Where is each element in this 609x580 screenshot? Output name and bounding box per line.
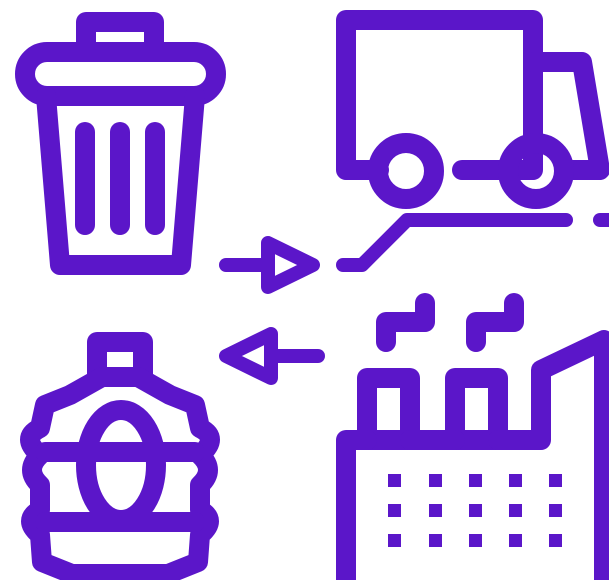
arrow-right-icon bbox=[219, 236, 320, 294]
factory-windows bbox=[388, 474, 562, 547]
delivery-truck-icon bbox=[336, 10, 609, 209]
trash-can-icon bbox=[15, 12, 226, 275]
road-icon bbox=[336, 213, 609, 272]
arrow-left-icon bbox=[219, 327, 325, 385]
factory-icon bbox=[336, 293, 609, 580]
recycled-bottle-icon bbox=[20, 332, 220, 580]
